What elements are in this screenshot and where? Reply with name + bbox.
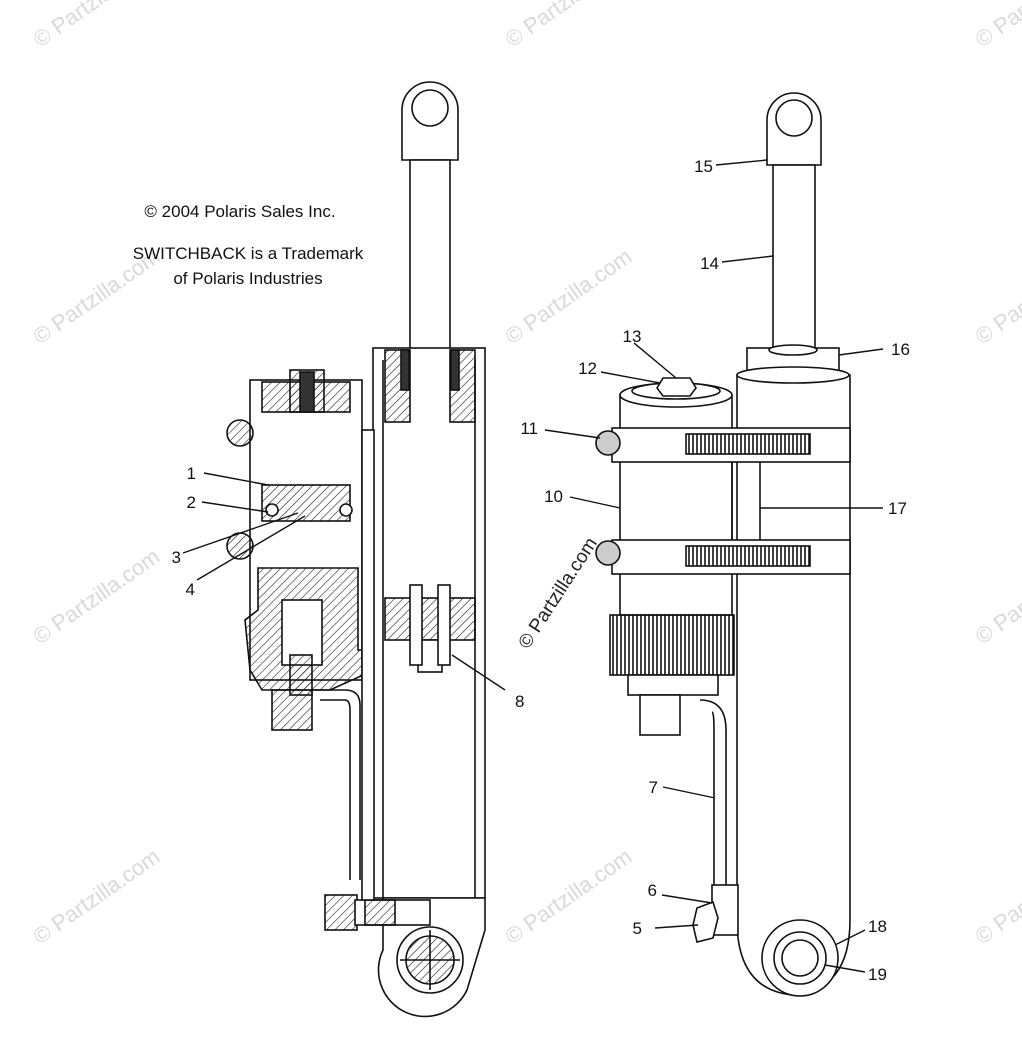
watermark: © Partzilla.com (971, 244, 1022, 350)
callout-1: 1 (187, 464, 196, 483)
watermark: © Partzilla.com (29, 0, 165, 52)
watermark: © Partzilla.com (29, 544, 165, 650)
watermark: © Partzilla.com (501, 0, 637, 52)
callout-11: 11 (520, 419, 538, 438)
watermark: © Partzilla.com (29, 844, 165, 950)
copyright-text: © 2004 Polaris Sales Inc. (144, 202, 335, 221)
callout-13: 13 (623, 327, 642, 346)
callout-8: 8 (515, 692, 524, 711)
trademark-line-2: of Polaris Industries (173, 269, 322, 288)
callout-6: 6 (648, 881, 657, 900)
callout-10: 10 (544, 487, 563, 506)
callout-2: 2 (187, 493, 196, 512)
watermark-overlay: © Partzilla.com (515, 534, 602, 653)
callout-12: 12 (578, 359, 597, 378)
callout-15: 15 (694, 157, 713, 176)
callout-19: 19 (868, 965, 887, 984)
callout-3: 3 (172, 548, 181, 567)
watermark: © Partzilla.com (501, 244, 637, 350)
watermark-layer: © Partzilla.com © Partzilla.com © Partzi… (29, 0, 1022, 949)
leader-lines (182, 159, 884, 973)
watermark: © Partzilla.com (501, 844, 637, 950)
trademark-line-1: SWITCHBACK is a Trademark (133, 244, 364, 263)
watermark: © Partzilla.com (971, 844, 1022, 950)
cutaway-shock-drawing (226, 81, 486, 1018)
callout-18: 18 (868, 917, 887, 936)
watermark: © Partzilla.com (971, 544, 1022, 650)
callout-numbers: 1 2 3 4 5 6 7 8 10 11 12 13 14 15 16 17 … (172, 157, 910, 984)
callout-14: 14 (700, 254, 719, 273)
watermark: © Partzilla.com (971, 0, 1022, 52)
assembled-shock-drawing (595, 92, 851, 997)
callout-5: 5 (633, 919, 642, 938)
callout-7: 7 (649, 778, 658, 797)
callout-17: 17 (888, 499, 907, 518)
callout-16: 16 (891, 340, 910, 359)
callout-4: 4 (186, 580, 195, 599)
